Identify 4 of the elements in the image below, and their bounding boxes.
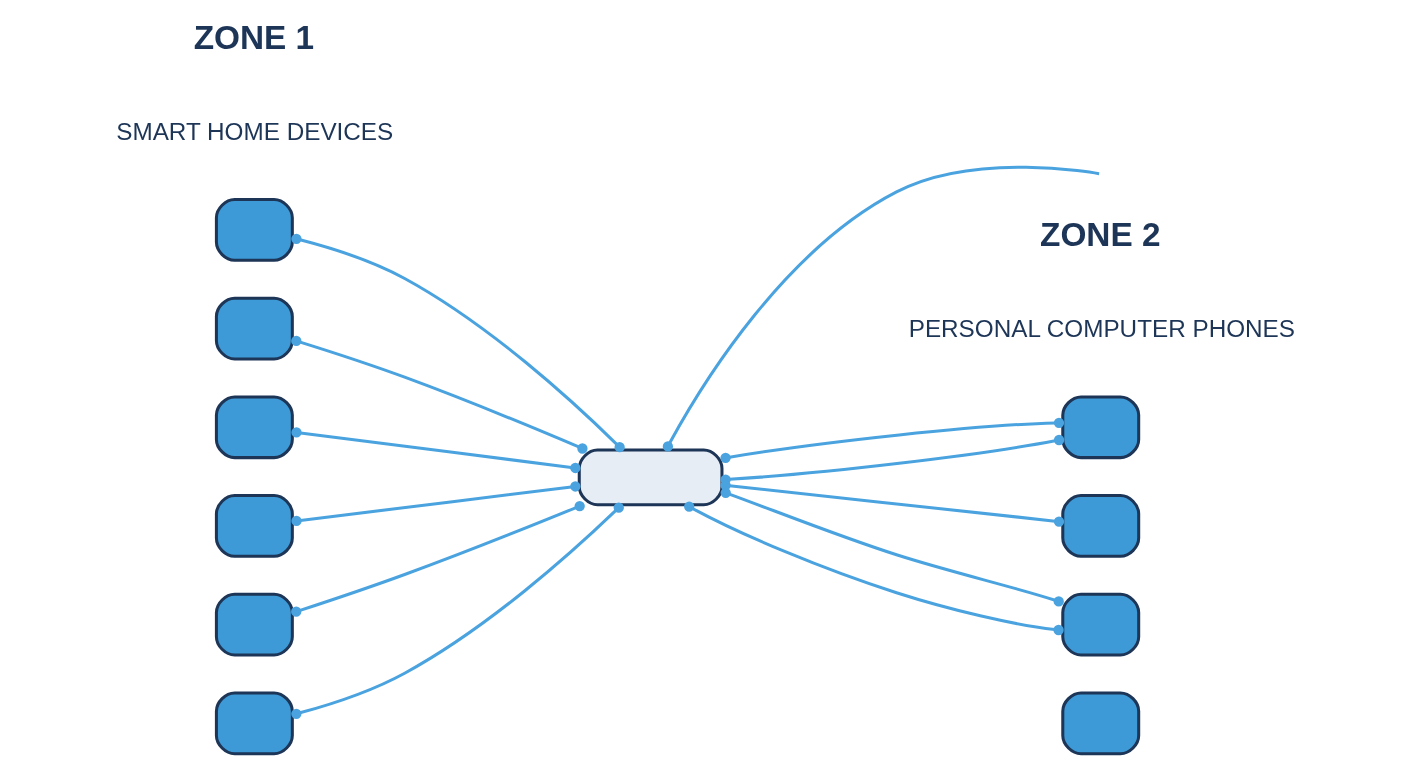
label: SMART HOME DEVICES xyxy=(115,118,393,146)
label: PERSONAL COMPUTER PHONES xyxy=(908,315,1295,343)
label: ZONE 2 xyxy=(1039,216,1161,253)
label: ZONE 1 xyxy=(193,18,314,56)
